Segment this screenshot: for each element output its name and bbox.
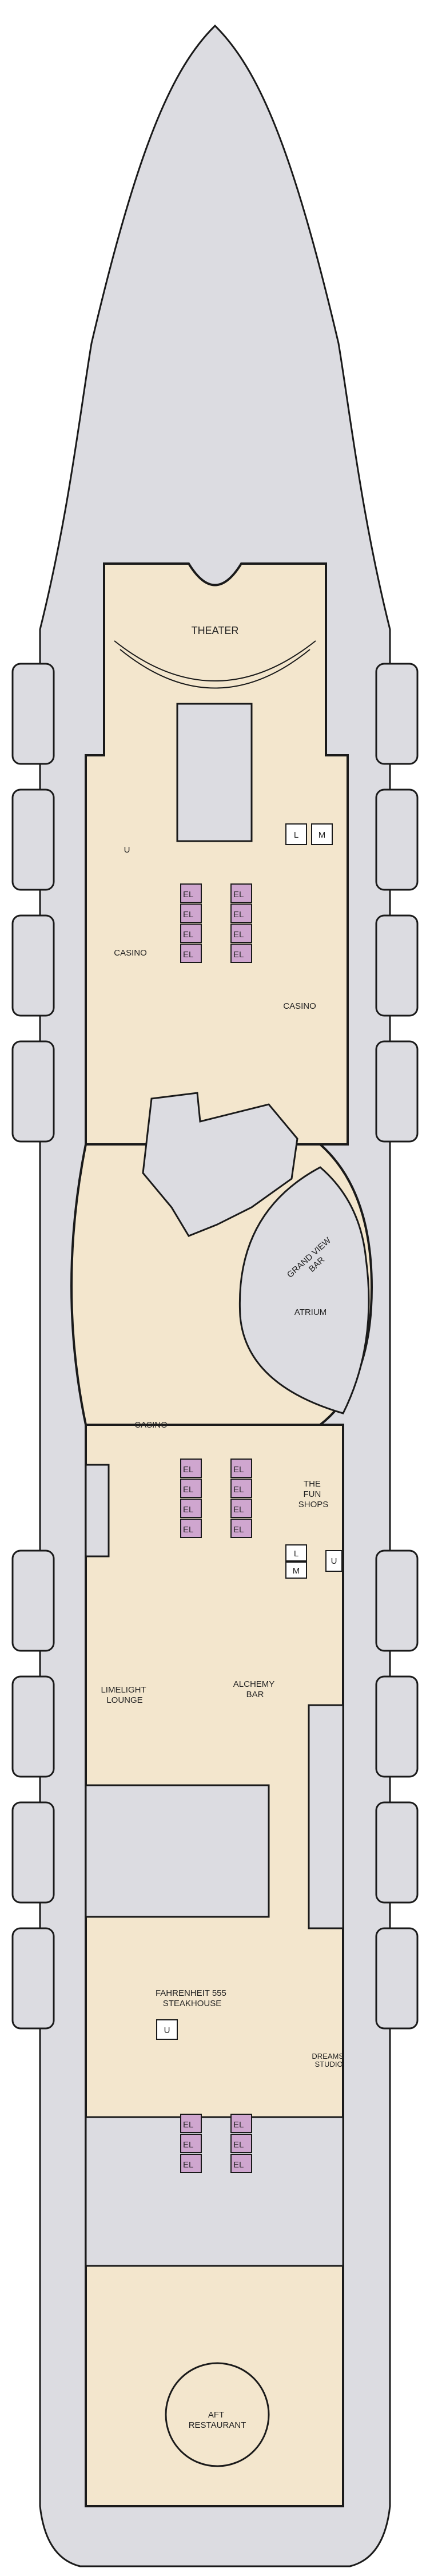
el-m7: EL	[233, 1505, 244, 1515]
el-f1: EL	[183, 890, 193, 899]
alchemy-line2: BAR	[246, 1690, 264, 1699]
casino-right-label: CASINO	[283, 1001, 316, 1011]
limelight-line1: LIMELIGHT	[101, 1685, 146, 1695]
el-m4: EL	[183, 1525, 193, 1535]
casino-mid-label: CASINO	[134, 1420, 168, 1430]
fun-shops-line2: FUN	[304, 1489, 321, 1499]
aft-restaurant-dome	[165, 2362, 270, 2467]
dreams-line2: STUDIO	[314, 2060, 343, 2068]
el-a6: EL	[233, 2160, 244, 2170]
fahrenheit-label: FAHRENHEIT 555 STEAKHOUSE	[156, 1988, 229, 2008]
restroom-l-mid: L	[294, 1549, 298, 1559]
alchemy-line1: ALCHEMY	[233, 1679, 275, 1689]
restroom-u-mid: U	[331, 1556, 337, 1566]
fahrenheit-line2: STEAKHOUSE	[163, 1999, 222, 2008]
elevator-labels: EL EL EL EL EL EL EL EL EL EL EL EL EL E…	[183, 890, 244, 2170]
fun-shops-label: THE FUN SHOPS	[298, 1479, 329, 1509]
el-a1: EL	[183, 2120, 193, 2130]
el-a5: EL	[233, 2140, 244, 2150]
el-m8: EL	[233, 1525, 244, 1535]
theater-label: THEATER	[192, 625, 239, 636]
limelight-lounge-label: LIMELIGHT LOUNGE	[101, 1685, 148, 1705]
aft-public-area	[85, 1424, 344, 2507]
fun-shops-line1: THE	[304, 1479, 321, 1489]
restrooms-forward	[285, 823, 333, 845]
restroom-m-mid: M	[293, 1566, 300, 1576]
el-a3: EL	[183, 2160, 193, 2170]
el-f7: EL	[233, 930, 244, 940]
aft-elevators	[180, 2114, 252, 2173]
el-f6: EL	[233, 910, 244, 920]
central-core	[142, 1092, 298, 1237]
aft-restaurant-line2: RESTAURANT	[189, 2420, 246, 2430]
service-blocks	[85, 1464, 344, 2267]
lifeboats-right	[375, 663, 419, 2030]
limelight-line2: LOUNGE	[106, 1695, 142, 1705]
el-a2: EL	[183, 2140, 193, 2150]
fun-shops-line3: SHOPS	[298, 1500, 329, 1509]
aft-restaurant-label: AFT RESTAURANT	[189, 2410, 246, 2430]
mid-elevators	[180, 1459, 252, 1538]
el-m6: EL	[233, 1485, 244, 1495]
el-f3: EL	[183, 930, 193, 940]
el-f8: EL	[233, 950, 244, 960]
el-a4: EL	[233, 2120, 244, 2130]
restrooms-aft	[156, 2019, 178, 2040]
el-f5: EL	[233, 890, 244, 899]
forward-public-area	[85, 562, 349, 1191]
forward-elevators	[176, 703, 253, 963]
casino-left-label: CASINO	[114, 948, 147, 958]
theater-seating	[114, 640, 316, 689]
restroom-u-aft: U	[164, 2026, 170, 2035]
el-m1: EL	[183, 1465, 193, 1475]
restroom-l-forward: L	[294, 830, 298, 840]
restroom-m-forward: M	[318, 830, 326, 840]
el-m5: EL	[233, 1465, 244, 1475]
el-f2: EL	[183, 910, 193, 920]
dreams-studio-label: DREAMS STUDIO	[312, 2052, 345, 2068]
el-f4: EL	[183, 950, 193, 960]
aft-restaurant-line1: AFT	[208, 2410, 224, 2420]
fahrenheit-line1: FAHRENHEIT 555	[156, 1988, 226, 1998]
dreams-line1: DREAMS	[312, 2052, 344, 2060]
el-m2: EL	[183, 1485, 193, 1495]
lifeboats-left	[11, 663, 55, 2030]
restroom-u-forward: U	[124, 845, 130, 855]
alchemy-bar-label: ALCHEMY BAR	[233, 1679, 277, 1699]
atrium-void	[238, 1166, 370, 1414]
restrooms-mid	[285, 1544, 343, 1579]
el-m3: EL	[183, 1505, 193, 1515]
atrium-label: ATRIUM	[294, 1307, 327, 1317]
